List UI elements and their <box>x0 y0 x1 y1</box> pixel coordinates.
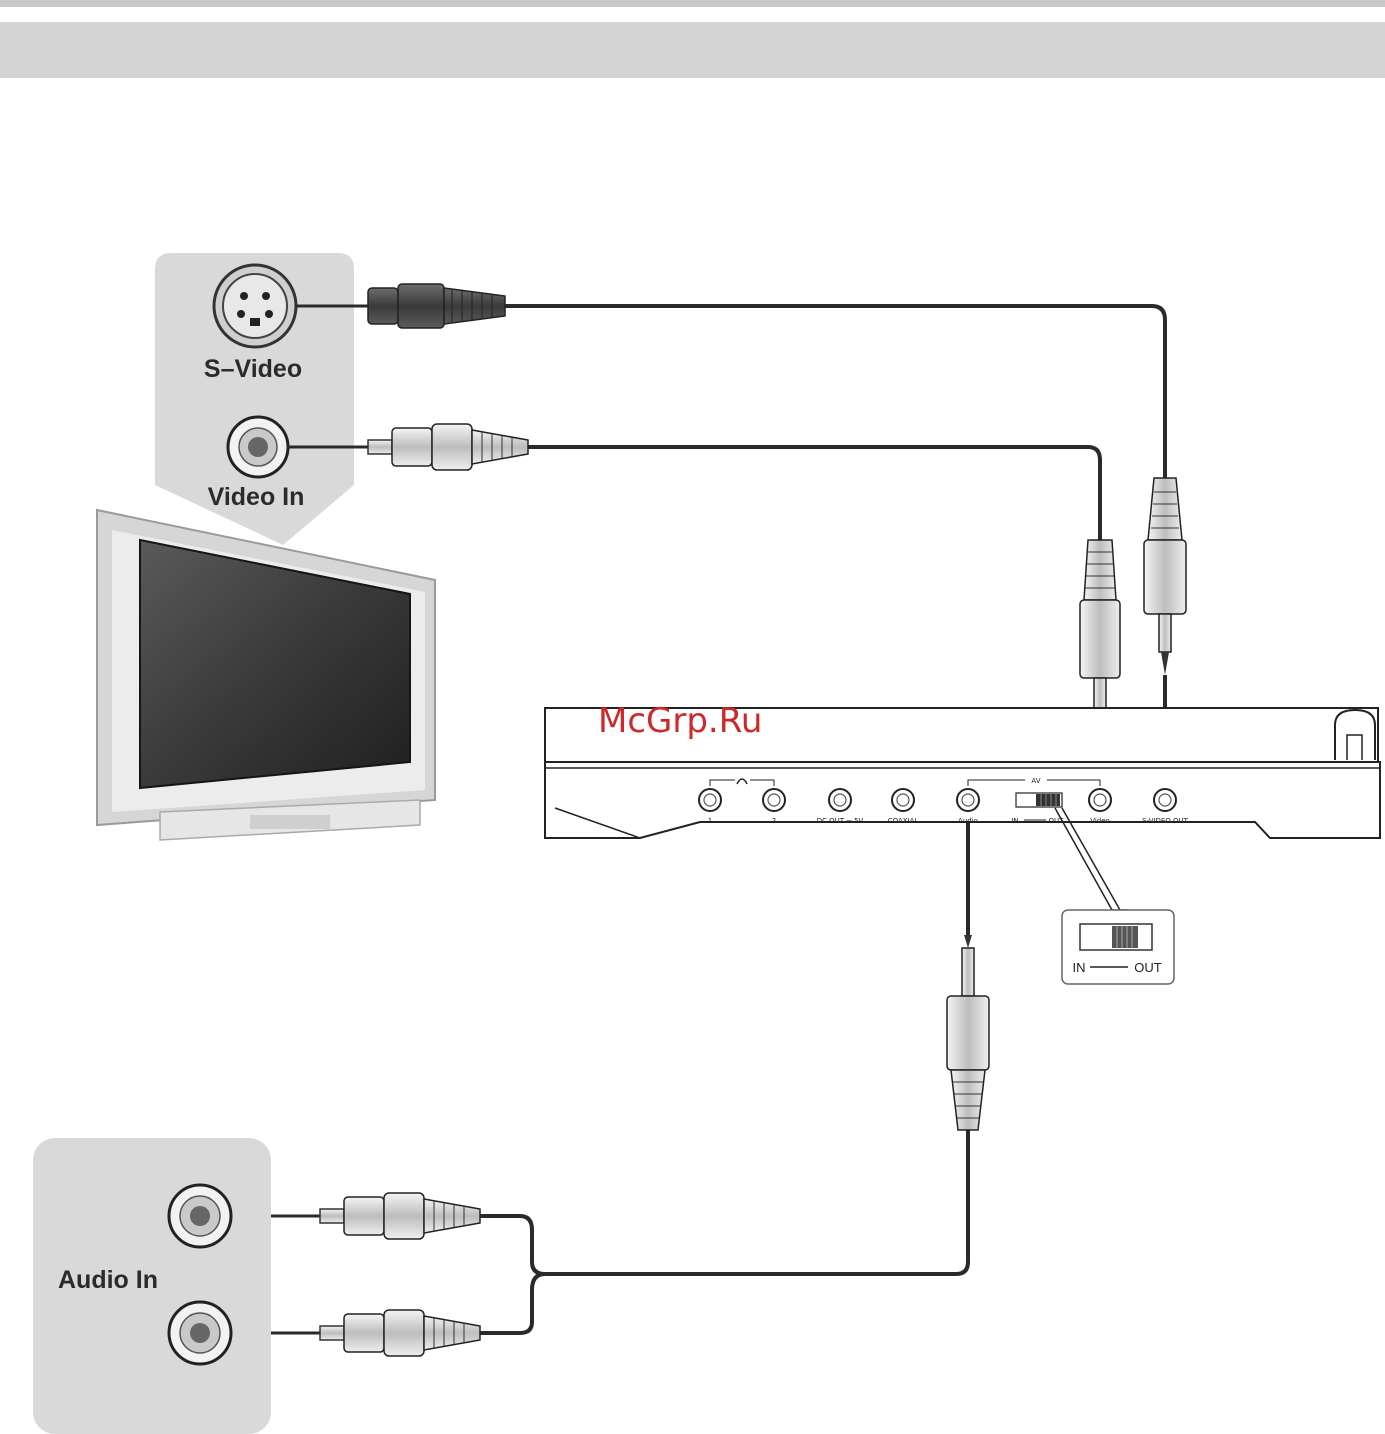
header-bar <box>0 22 1385 78</box>
rca-jack-icon <box>226 415 290 479</box>
port-label-s-video-out: S-VIDEO OUT <box>1142 817 1189 825</box>
mini-plug-icon <box>946 935 990 1131</box>
port-label-av: AV <box>1031 777 1040 785</box>
rca-plug-icon <box>319 1309 481 1357</box>
tv-input-panel: S–Video Video In <box>155 253 354 545</box>
video-in-label: Video In <box>208 483 305 511</box>
port-label-audio: Audio <box>958 817 978 825</box>
callout-out-label: OUT <box>1134 960 1162 975</box>
dvd-player-icon <box>544 707 1381 839</box>
port-label-video: Video <box>1090 817 1110 825</box>
switch-callout <box>1054 807 1175 985</box>
port-label-headphone-1: 1 <box>708 817 712 825</box>
switch-label-in: IN <box>1011 817 1018 825</box>
tv-icon <box>96 508 436 841</box>
callout-in-label: IN <box>1073 960 1086 975</box>
s-video-plug-icon <box>367 283 506 329</box>
s-video-label: S–Video <box>204 355 302 383</box>
port-label-dc-out: DC OUT ⎓ 5V <box>817 817 864 825</box>
watermark: McGrp.Ru <box>598 701 762 741</box>
audio-in-panel <box>33 1138 271 1434</box>
mini-plug-icon <box>1143 477 1187 790</box>
s-video-jack-icon <box>212 263 298 349</box>
mini-plug-icon <box>1079 539 1121 736</box>
audio-in-label: Audio In <box>58 1266 158 1294</box>
switch-label-out: OUT <box>1049 817 1065 825</box>
top-rule <box>0 0 1385 7</box>
port-label-headphone-2: 2 <box>772 817 776 825</box>
rca-jack-icon <box>167 1183 233 1249</box>
port-label-coaxial: COAXIAL <box>888 817 919 825</box>
rca-plug-icon <box>367 423 529 471</box>
rca-jack-icon <box>167 1300 233 1366</box>
rca-plug-icon <box>319 1192 481 1240</box>
